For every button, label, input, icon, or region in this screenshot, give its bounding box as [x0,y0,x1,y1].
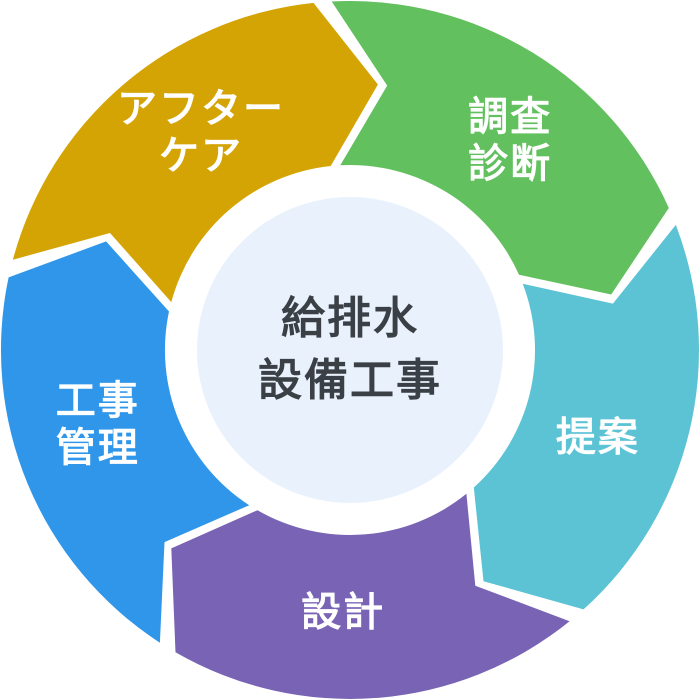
segment-arrow-construction-management [0,241,250,643]
center-circle [197,197,503,503]
segment-arrow-after-care [12,2,378,303]
segment-arrow-proposal [473,224,699,610]
segment-arrow-survey-diagnosis [331,1,669,295]
segment-arrow-design [171,493,570,699]
